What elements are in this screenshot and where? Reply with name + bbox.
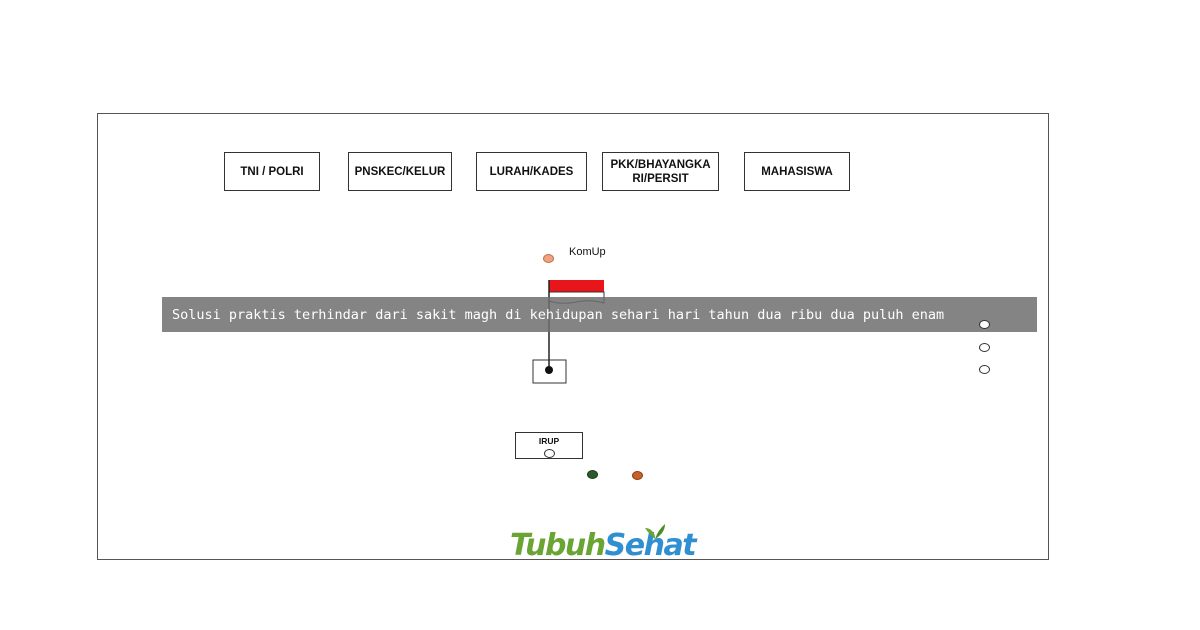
group-label: MAHASISWA: [761, 165, 833, 178]
irup-box: IRUP: [515, 432, 583, 459]
group-box-lurah-kades: LURAH/KADES: [476, 152, 587, 191]
flag-red-stripe: [549, 280, 604, 292]
right-position-dot-1: [979, 320, 990, 329]
caption-text: Solusi praktis terhindar dari sakit magh…: [172, 306, 945, 323]
group-box-pnskec-kelur: PNSKEC/KELUR: [348, 152, 452, 191]
flagpole-base-dot: [545, 366, 553, 374]
group-box-tni-polri: TNI / POLRI: [224, 152, 320, 191]
group-label: LURAH/KADES: [489, 165, 574, 178]
leaf-icon: [645, 524, 665, 539]
irup-label: IRUP: [538, 436, 560, 446]
group-label: PNSKEC/KELUR: [354, 165, 446, 178]
right-position-dot-2: [979, 343, 990, 352]
group-box-pkk-bhayangkari: PKK/BHAYANGKARI/PERSIT: [602, 152, 719, 191]
komup-label: KomUp: [569, 246, 606, 258]
tubuhsehat-logo: TubuhSehat: [510, 528, 697, 568]
group-label: PKK/BHAYANGKARI/PERSIT: [610, 158, 711, 185]
flagpole-base-box: [532, 359, 567, 384]
orange-position-dot: [632, 471, 643, 480]
group-box-mahasiswa: MAHASISWA: [744, 152, 850, 191]
group-label: TNI / POLRI: [240, 165, 304, 178]
right-position-dot-3: [979, 365, 990, 374]
irup-dot: [544, 449, 555, 458]
green-position-dot: [587, 470, 598, 479]
caption-bar: Solusi praktis terhindar dari sakit magh…: [162, 297, 1037, 332]
ceremony-layout-frame: [97, 113, 1049, 560]
logo-text-tubuh: Tubuh: [510, 528, 606, 563]
komup-dot: [543, 254, 554, 263]
